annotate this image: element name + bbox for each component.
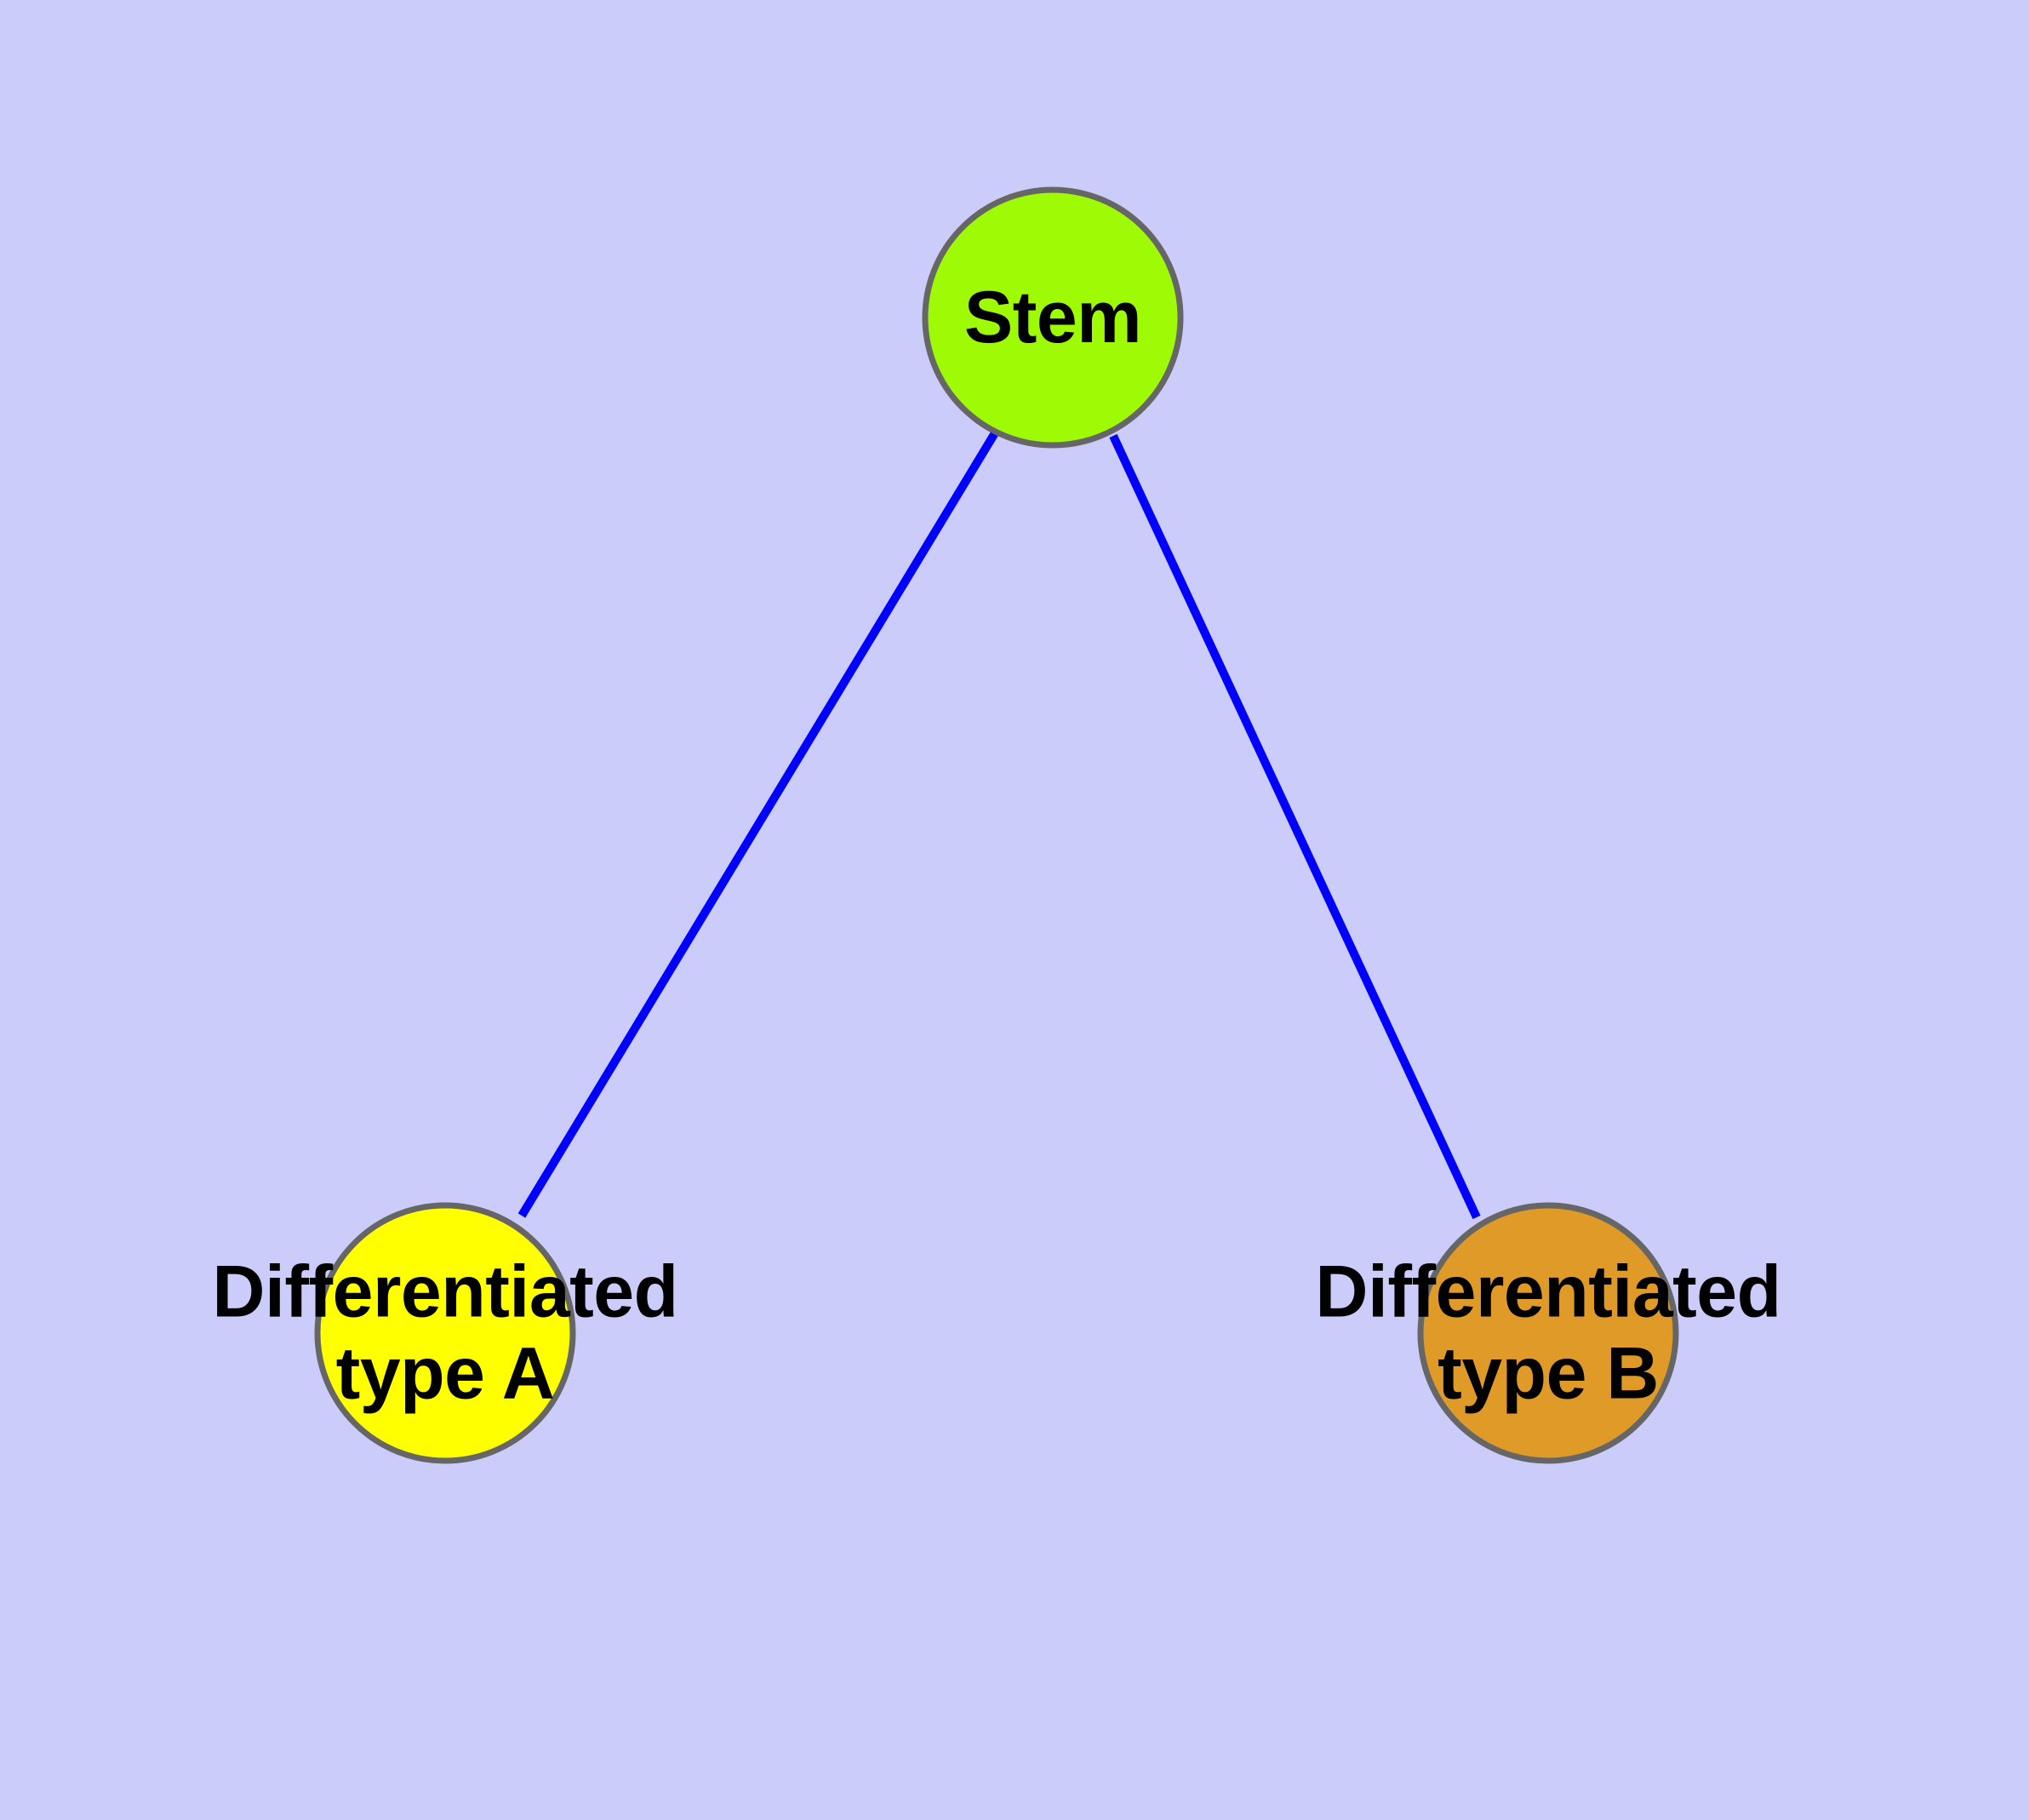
- node-differentiated-type-a[interactable]: [314, 1202, 576, 1464]
- node-stem[interactable]: [922, 186, 1184, 449]
- node-layer: [314, 186, 1679, 1464]
- edge-layer: [517, 429, 1481, 1220]
- edge-stem-to-differentiated-type-a[interactable]: [517, 429, 1000, 1218]
- edge-stem-to-differentiated-type-b[interactable]: [1109, 433, 1481, 1220]
- node-differentiated-type-b[interactable]: [1417, 1202, 1679, 1464]
